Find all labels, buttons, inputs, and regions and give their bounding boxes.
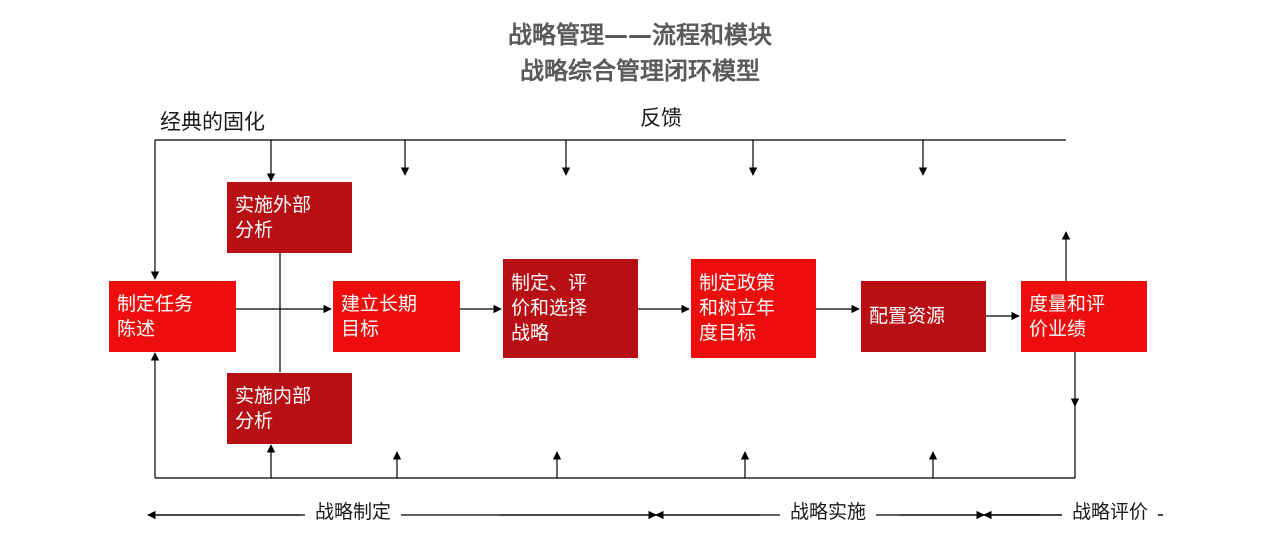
phase-formulation-label: 战略制定 [305,500,402,524]
diagram-subtitle: 战略综合管理闭环模型 [520,57,760,85]
strategy-selection-box: 制定、评 价和选择 战略 [503,259,638,358]
long-term-goals-box: 建立长期 目标 [333,281,460,352]
internal-analysis-label: 实施内部 分析 [235,384,312,432]
policy-annual-goals-box: 制定政策 和树立年 度目标 [691,259,816,358]
external-analysis-label: 实施外部 分析 [235,193,312,241]
diagram-title: 战略管理——流程和模块 [508,21,772,49]
performance-evaluation-box: 度量和评 价业绩 [1021,281,1147,352]
mission-statement-label: 制定任务 陈述 [117,292,194,340]
external-analysis-box: 实施外部 分析 [227,182,352,253]
mission-statement-box: 制定任务 陈述 [109,281,236,352]
long-term-goals-label: 建立长期 目标 [341,292,418,340]
performance-evaluation-label: 度量和评 价业绩 [1029,292,1106,340]
resource-allocation-box: 配置资源 [861,281,986,352]
phase-implementation-label: 战略实施 [780,500,877,524]
policy-annual-goals-label: 制定政策 和树立年 度目标 [699,272,776,344]
phase-evaluation-label: 战略评价 [1062,500,1159,524]
internal-analysis-box: 实施内部 分析 [227,373,352,444]
resource-allocation-label: 配置资源 [869,305,946,327]
strategy-selection-label: 制定、评 价和选择 战略 [511,272,588,344]
feedback-label: 反馈 [640,106,682,130]
classic-label: 经典的固化 [160,110,265,134]
